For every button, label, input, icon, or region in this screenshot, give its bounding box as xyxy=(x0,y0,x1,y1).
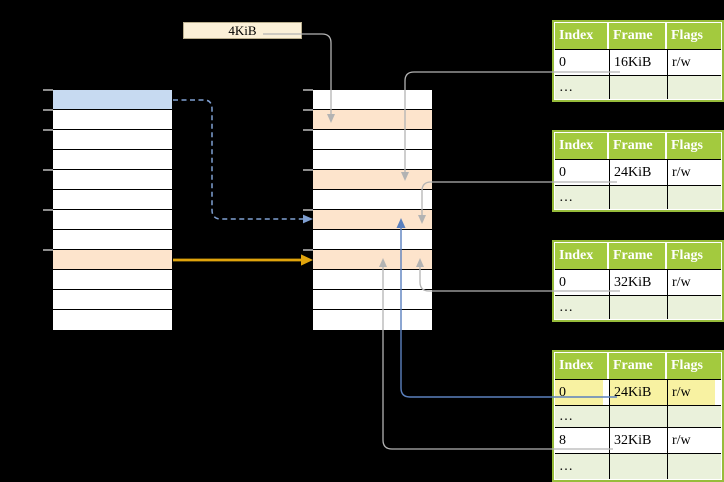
page-row-5-white xyxy=(53,190,172,210)
tick-mark xyxy=(303,249,313,251)
tick-mark xyxy=(303,209,313,211)
table-cell-r0-c0: 0 xyxy=(555,159,609,185)
tick-mark xyxy=(43,169,53,171)
table-cell-r0-c0: 0 xyxy=(555,269,609,295)
table-cell-r1-c1 xyxy=(609,405,667,427)
table-cell-r3-c0: … xyxy=(555,453,609,479)
page-row-9-white xyxy=(313,270,432,290)
header-index: Index xyxy=(555,353,609,379)
table-cell-r0-c2: r/w xyxy=(667,159,721,185)
header-flags: Flags xyxy=(667,243,721,269)
page-row-6-white xyxy=(53,210,172,230)
page-row-9-white xyxy=(53,270,172,290)
arrowhead-blue-page-mapping xyxy=(303,214,313,224)
tick-mark xyxy=(43,109,53,111)
table-cell-r3-c1 xyxy=(609,453,667,479)
table-cell-r0-c0: 0 xyxy=(555,49,609,75)
page-row-8-orange xyxy=(313,250,432,270)
page-row-1-orange xyxy=(313,110,432,130)
table-cell-r2-c2: r/w xyxy=(667,427,721,453)
arrowhead-orange-page-mapping xyxy=(301,254,313,266)
table-cell-r3-c2 xyxy=(667,453,721,479)
header-frame: Frame xyxy=(609,23,667,49)
middle-page-column xyxy=(313,90,432,330)
table-cell-r1-c0: … xyxy=(555,295,609,319)
table-cell-r1-c2 xyxy=(667,295,721,319)
tick-mark xyxy=(303,169,313,171)
table-cell-r0-c1: 24KiB xyxy=(609,159,667,185)
table-cell-r2-c1: 32KiB xyxy=(609,427,667,453)
header-flags: Flags xyxy=(667,23,721,49)
table-cell-r0-c1: 32KiB xyxy=(609,269,667,295)
page-row-4-orange xyxy=(313,170,432,190)
page-row-8-orange xyxy=(53,250,172,270)
table-cell-r1-c0: … xyxy=(555,405,609,427)
page-row-2-white xyxy=(53,130,172,150)
table-cell-r0-c2: r/w xyxy=(667,379,721,405)
table-cell-r0-c0: 0 xyxy=(555,379,609,405)
table-cell-r2-c0: 8 xyxy=(555,427,609,453)
page-row-6-orange xyxy=(313,210,432,230)
tick-mark xyxy=(43,129,53,131)
page-size-label: 4KiB xyxy=(183,22,302,39)
page-row-11-white xyxy=(53,310,172,330)
table-cell-r1-c0: … xyxy=(555,75,609,99)
table-cell-r1-c1 xyxy=(609,75,667,99)
page-row-11-white xyxy=(313,310,432,330)
page-row-0-blue xyxy=(53,90,172,110)
page-row-3-white xyxy=(313,150,432,170)
page-row-0-white xyxy=(313,90,432,110)
header-frame: Frame xyxy=(609,133,667,159)
table-cell-r1-c2 xyxy=(667,405,721,427)
left-page-column xyxy=(53,90,172,330)
header-index: Index xyxy=(555,243,609,269)
table-cell-r1-c2 xyxy=(667,185,721,209)
table-cell-r0-c1: 24KiB xyxy=(609,379,667,405)
tick-mark xyxy=(303,109,313,111)
header-frame: Frame xyxy=(609,243,667,269)
table-cell-r0-c2: r/w xyxy=(667,269,721,295)
tick-mark xyxy=(303,129,313,131)
page-row-10-white xyxy=(313,290,432,310)
page-row-4-white xyxy=(53,170,172,190)
page-row-1-white xyxy=(53,110,172,130)
header-frame: Frame xyxy=(609,353,667,379)
table-cell-r0-c2: r/w xyxy=(667,49,721,75)
tick-mark xyxy=(43,209,53,211)
tick-mark xyxy=(43,249,53,251)
table-cell-r1-c1 xyxy=(609,295,667,319)
table-cell-r1-c1 xyxy=(609,185,667,209)
header-flags: Flags xyxy=(667,353,721,379)
table-cell-r1-c2 xyxy=(667,75,721,99)
header-index: Index xyxy=(555,133,609,159)
tick-mark xyxy=(303,89,313,91)
table-cell-r0-c1: 16KiB xyxy=(609,49,667,75)
page-row-7-white xyxy=(53,230,172,250)
header-flags: Flags xyxy=(667,133,721,159)
tick-mark xyxy=(43,89,53,91)
page-row-10-white xyxy=(53,290,172,310)
table-cell-r1-c0: … xyxy=(555,185,609,209)
header-index: Index xyxy=(555,23,609,49)
page-row-7-white xyxy=(313,230,432,250)
page-row-2-white xyxy=(313,130,432,150)
page-row-5-white xyxy=(313,190,432,210)
connector-blue-page-mapping xyxy=(173,99,303,220)
page-row-3-white xyxy=(53,150,172,170)
